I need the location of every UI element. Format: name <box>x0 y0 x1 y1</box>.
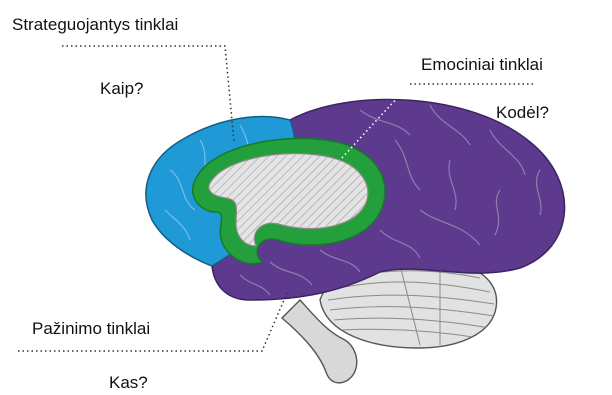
emotional-networks-label: Emociniai tinklai <box>421 55 543 75</box>
strategic-question: Kaip? <box>100 79 143 99</box>
strategic-networks-label: Strateguojantys tinklai <box>12 15 178 35</box>
recognition-networks-label: Pažinimo tinklai <box>32 319 150 339</box>
recognition-question: Kas? <box>109 373 148 393</box>
emotional-question: Kodėl? <box>496 103 549 123</box>
